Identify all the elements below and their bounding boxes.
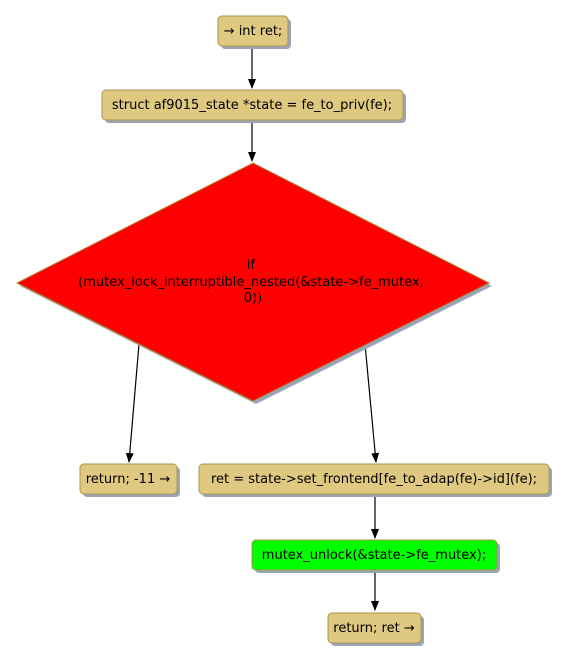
edge-decision-to-set-frontend xyxy=(364,343,380,463)
edges xyxy=(125,46,380,611)
unlock-node: mutex_unlock(&state->fe_mutex); xyxy=(251,539,500,573)
state-declaration-node: struct af9015_state *state = fe_to_priv(… xyxy=(101,89,406,123)
return-ret-label: return; ret → xyxy=(333,621,415,636)
state-declaration-label: struct af9015_state *state = fe_to_priv(… xyxy=(112,98,392,113)
start-node-label: → int ret; xyxy=(224,24,283,39)
start-node: → int ret; xyxy=(217,15,291,49)
set-frontend-label: ret = state->set_frontend[fe_to_adap(fe)… xyxy=(211,472,537,487)
decision-label-line-2: (mutex_lock_interruptible_nested(&state-… xyxy=(78,275,424,290)
decision-node: if (mutex_lock_interruptible_nested(&sta… xyxy=(15,162,492,404)
edge-decision-to-return-error xyxy=(125,343,140,463)
return-error-label: return; -11 → xyxy=(86,472,171,487)
unlock-label: mutex_unlock(&state->fe_mutex); xyxy=(262,548,486,563)
decision-label-line-1: if xyxy=(247,258,256,273)
return-ret-node: return; ret → xyxy=(327,612,424,646)
decision-label: if (mutex_lock_interruptible_nested(&sta… xyxy=(78,258,428,306)
return-error-node: return; -11 → xyxy=(79,463,180,497)
set-frontend-node: ret = state->set_frontend[fe_to_adap(fe)… xyxy=(198,463,552,497)
decision-label-line-3: 0)) xyxy=(244,291,262,306)
